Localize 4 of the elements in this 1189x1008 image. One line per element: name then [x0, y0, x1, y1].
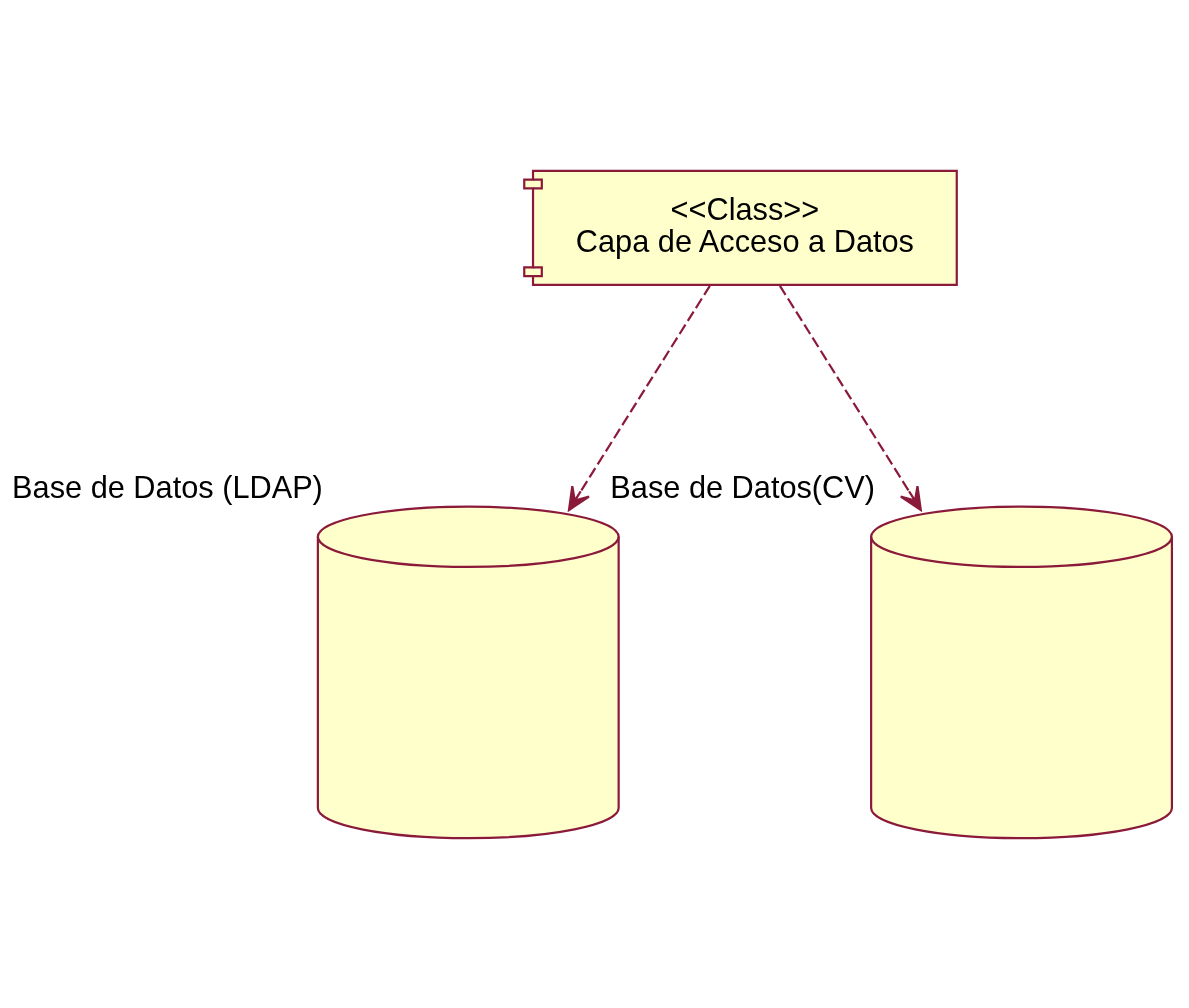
arrow — [779, 284, 922, 511]
node-label: Base de Datos (LDAP) — [12, 469, 323, 505]
arrow — [567, 284, 711, 511]
node-label: Base de Datos(CV) — [610, 469, 876, 505]
